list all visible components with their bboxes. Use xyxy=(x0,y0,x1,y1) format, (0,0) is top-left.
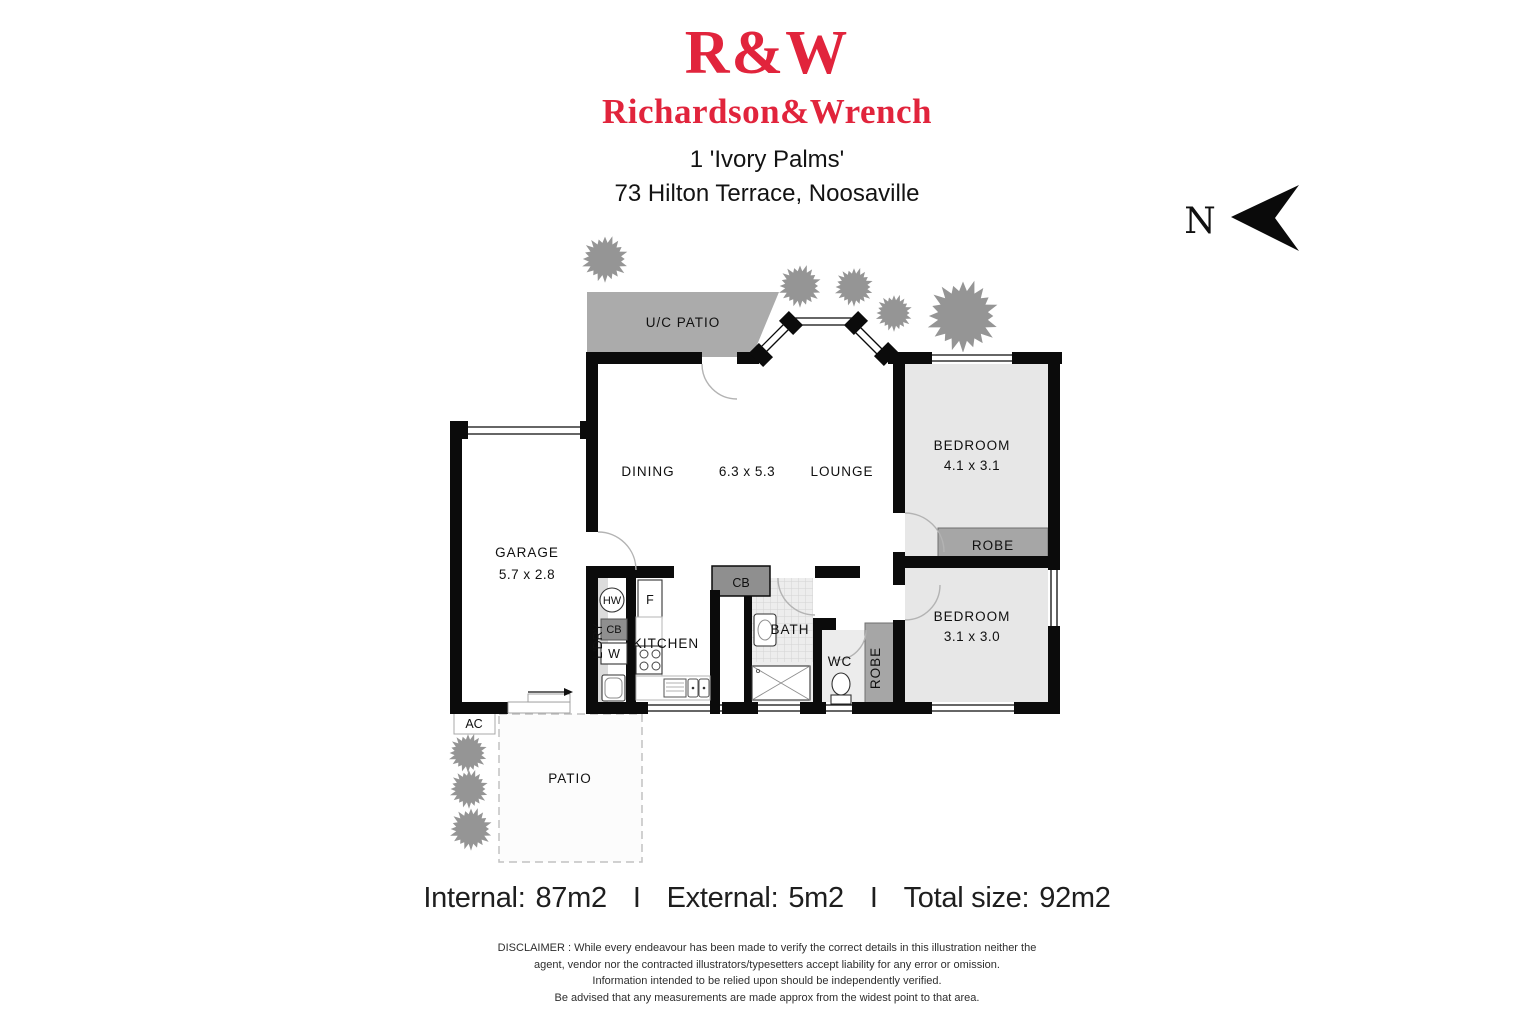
walls xyxy=(450,310,1062,714)
north-arrow-icon xyxy=(1231,185,1299,251)
washer-label: W xyxy=(608,647,620,661)
total-label: Total size: xyxy=(903,882,1030,914)
north-indicator: N xyxy=(1184,185,1299,251)
ac-label: AC xyxy=(465,717,482,731)
brand-logo-monogram: R&W xyxy=(684,19,850,87)
disclaimer-line: DISCLAIMER : While every endeavour has b… xyxy=(497,942,1037,954)
brand-logo-name: Richardson&Wrench xyxy=(601,92,932,131)
patio-label: PATIO xyxy=(548,771,592,786)
front-door-arc xyxy=(701,363,738,400)
total-value: 92m2 xyxy=(1039,882,1111,914)
robe1-cabinet xyxy=(937,527,1049,559)
living-dims-label: 6.3 x 5.3 xyxy=(719,464,775,479)
tree-icon xyxy=(450,770,488,809)
toilet xyxy=(831,672,851,696)
disclaimer-line: Information intended to be relied upon s… xyxy=(592,975,942,987)
robe2-label: ROBE xyxy=(868,647,883,689)
tree-icon xyxy=(835,268,873,307)
property-address-line1: 1 'Ivory Palms' xyxy=(689,146,845,173)
bedroom2-floor xyxy=(905,568,1048,702)
garage-door-arc xyxy=(597,531,637,571)
garage-label: GARAGE xyxy=(495,545,559,560)
tree-icon xyxy=(450,808,492,851)
external-label: External: xyxy=(666,882,779,914)
laundry-label: L'DRY xyxy=(591,623,605,659)
bedroom1-door-arc xyxy=(904,512,945,553)
toilet-tank xyxy=(830,694,852,705)
external-value: 5m2 xyxy=(788,882,844,914)
patio-area xyxy=(498,713,643,863)
kitchen-label: KITCHEN xyxy=(633,636,699,651)
fixtures xyxy=(507,579,852,714)
wc-label: WC xyxy=(828,654,853,669)
bedroom1-floor xyxy=(905,364,1048,556)
bedroom2-door-arc xyxy=(904,584,941,621)
cb-laundry-label: CB xyxy=(606,624,621,636)
entry-step xyxy=(527,693,571,703)
disclaimer: DISCLAIMER : While every endeavour has b… xyxy=(0,940,1534,1006)
bedroom1-dims-label: 4.1 x 3.1 xyxy=(944,458,1000,473)
wc-door-arc xyxy=(835,629,867,661)
tree-icon xyxy=(779,265,821,308)
bath-door-arc xyxy=(777,577,816,616)
hw-label: HW xyxy=(603,595,622,607)
north-label: N xyxy=(1184,201,1216,242)
property-address-line2: 73 Hilton Terrace, Noosaville xyxy=(614,180,920,207)
tree-icon xyxy=(927,280,998,353)
fridge-label: F xyxy=(646,593,654,607)
robe2-cabinet xyxy=(864,622,896,713)
doors xyxy=(597,363,945,661)
entry-step xyxy=(507,701,571,714)
internal-value: 87m2 xyxy=(535,882,607,914)
robe1-label: ROBE xyxy=(972,538,1014,553)
tree-icon xyxy=(582,236,628,283)
internal-label: Internal: xyxy=(423,882,526,914)
laundry-cupboard xyxy=(600,618,628,641)
tree-icon xyxy=(449,734,487,773)
entry-arrow-head xyxy=(564,688,573,696)
bedroom2-label: BEDROOM xyxy=(934,609,1011,624)
bath-label: BATH xyxy=(770,622,809,637)
washing-machine xyxy=(600,642,628,665)
disclaimer-line: Be advised that any measurements are mad… xyxy=(554,991,980,1004)
windows xyxy=(468,317,1060,714)
laundry-tub xyxy=(601,674,626,702)
sink-drainer xyxy=(663,678,687,698)
separator: I xyxy=(632,882,641,914)
bedroom2-dims-label: 3.1 x 3.0 xyxy=(944,629,1000,644)
disclaimer-line: agent, vendor nor the contracted illustr… xyxy=(534,958,1000,971)
hot-water-unit xyxy=(599,587,625,613)
tree-icon xyxy=(875,294,912,332)
cb-hall-label: CB xyxy=(732,576,749,590)
garden-trees xyxy=(449,236,998,851)
fridge xyxy=(637,579,663,619)
lounge-label: LOUNGE xyxy=(810,464,873,479)
area-summary: Internal: 87m2 I External: 5m2 I Total s… xyxy=(0,882,1534,915)
bedroom1-label: BEDROOM xyxy=(934,438,1011,453)
uc-patio-area xyxy=(587,292,779,357)
hall-cupboard xyxy=(711,565,771,597)
dining-label: DINING xyxy=(621,464,674,479)
vanity-basin xyxy=(753,613,777,647)
separator: I xyxy=(869,882,878,914)
garage-dims-label: 5.7 x 2.8 xyxy=(499,567,555,582)
uc-patio-label: U/C PATIO xyxy=(646,315,721,330)
